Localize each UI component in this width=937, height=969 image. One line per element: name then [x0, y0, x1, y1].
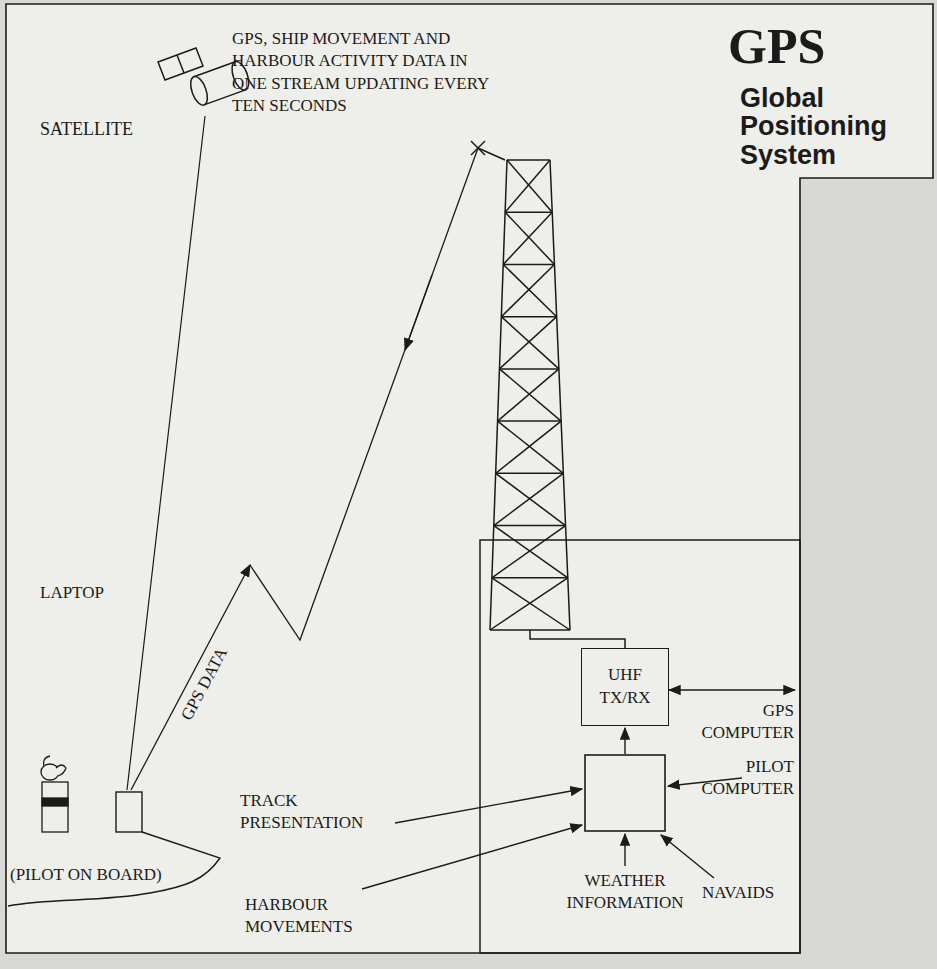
- tower-strut: [499, 317, 556, 369]
- radio-arrow: [405, 275, 432, 350]
- title: GPS: [728, 18, 825, 76]
- tower-strut: [505, 212, 554, 264]
- box-label: UHF TX/RX: [586, 664, 664, 710]
- part-label: PILOT COMPUTER: [684, 756, 794, 800]
- arrow: [624, 728, 625, 754]
- tower-strut: [550, 160, 570, 630]
- tower-strut: [507, 159, 550, 161]
- tower-strut: [498, 369, 559, 421]
- tower-strut: [498, 421, 564, 473]
- tower-strut: [501, 264, 554, 316]
- tower-strut: [503, 264, 554, 266]
- diagram-frame: [6, 4, 933, 953]
- antenna-symbol: [471, 141, 505, 160]
- tower-strut: [492, 577, 568, 579]
- sea-and-hull: [8, 832, 220, 906]
- arrow: [624, 834, 625, 866]
- subtitle: Global Positioning System: [740, 84, 930, 169]
- note: GPS, SHIP MOVEMENT AND HARBOUR ACTIVITY …: [232, 28, 504, 118]
- arrow: [395, 789, 582, 823]
- part-label: GPS COMPUTER: [684, 700, 794, 744]
- part-label: TRACK PRESENTATION: [240, 790, 400, 834]
- arrow: [362, 825, 582, 889]
- part-label: WEATHER INFORMATION: [530, 870, 720, 914]
- tower-strut: [505, 160, 550, 212]
- feed-line: [530, 630, 625, 648]
- radio-box: UHF TX/RX: [581, 648, 669, 726]
- part-label: SATELLITE: [40, 118, 133, 141]
- part-label: NAVAIDS: [702, 882, 774, 904]
- tower-strut: [503, 212, 552, 264]
- computer-box: [585, 755, 665, 831]
- tower-strut: [498, 420, 562, 422]
- tower-strut: [501, 317, 559, 369]
- part-label: (PILOT ON BOARD): [10, 864, 162, 886]
- arrow: [661, 835, 714, 878]
- laptop-symbol: [116, 792, 142, 832]
- tower-strut: [499, 368, 558, 370]
- arrow: [669, 689, 795, 690]
- pilot-figure: [41, 756, 68, 832]
- tower-strut: [507, 160, 552, 212]
- housing-outline: [480, 540, 800, 953]
- tower-strut: [494, 473, 564, 525]
- part-label: LAPTOP: [40, 582, 104, 604]
- tower-strut: [496, 421, 561, 473]
- tower-strut: [494, 525, 566, 527]
- tower-symbol: [490, 160, 570, 630]
- tower-strut: [490, 160, 507, 630]
- tower-strut: [492, 526, 566, 578]
- tower-strut: [496, 473, 566, 525]
- gps-data-link: [131, 565, 250, 790]
- tower-strut: [505, 211, 552, 213]
- tower-strut: [496, 473, 564, 475]
- tower-strut: [492, 578, 570, 630]
- radio-link: [250, 148, 478, 640]
- tower-strut: [499, 369, 561, 421]
- tower-strut: [503, 264, 556, 316]
- tower-strut: [501, 316, 556, 318]
- tower-strut: [494, 526, 568, 578]
- tower-strut: [490, 578, 568, 630]
- part-label: HARBOUR MOVEMENTS: [245, 894, 410, 938]
